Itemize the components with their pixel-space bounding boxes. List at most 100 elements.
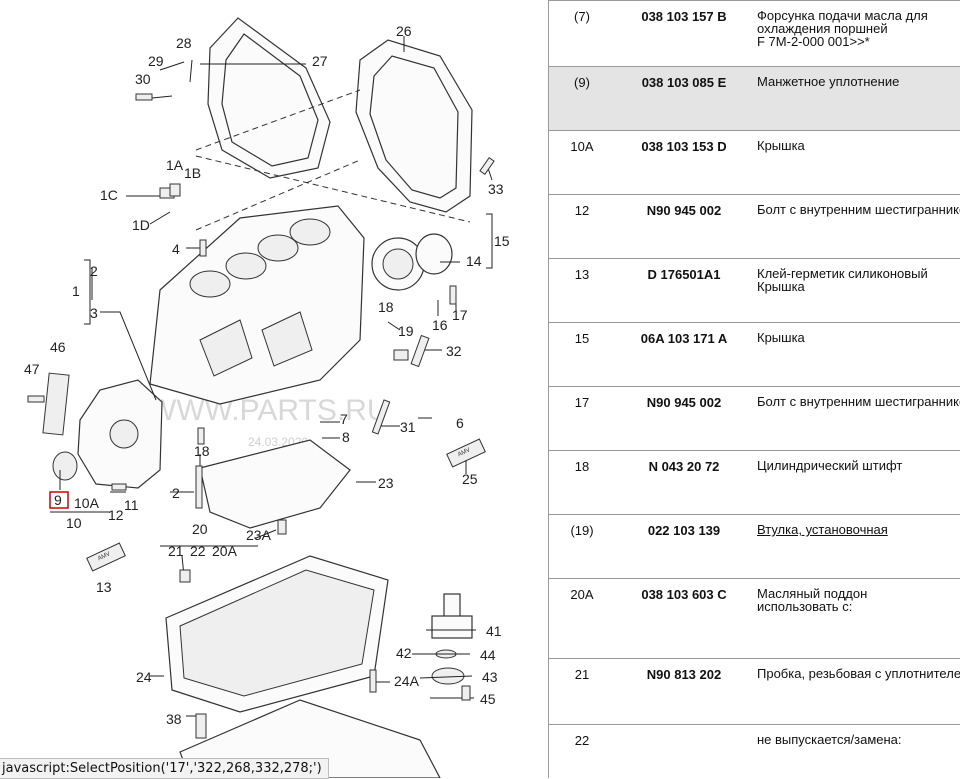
callout-30[interactable]: 30 — [135, 71, 151, 87]
pin-4[interactable] — [199, 239, 207, 257]
callout-17[interactable]: 17 — [452, 307, 468, 323]
callout-31[interactable]: 31 — [400, 419, 416, 435]
callout-20[interactable]: 20 — [192, 521, 208, 537]
oil-jet-32[interactable] — [410, 334, 430, 368]
callout-44[interactable]: 44 — [480, 647, 496, 663]
callout-42[interactable]: 42 — [396, 645, 412, 661]
oil-pump-body[interactable] — [431, 615, 473, 639]
callout-29[interactable]: 29 — [148, 53, 164, 69]
callout-11[interactable]: 11 — [124, 497, 139, 513]
exploded-parts-diagram[interactable]: WWW.PARTS.RU 24.03.2020 AMV AMV — [0, 0, 549, 778]
callout-15[interactable]: 15 — [494, 233, 510, 249]
cell-part-number[interactable]: D 176501A1 — [615, 258, 753, 323]
description-link[interactable]: Втулка, установочная — [757, 522, 888, 537]
callout-4[interactable]: 4 — [172, 241, 180, 257]
callout-18-top[interactable]: 18 — [378, 299, 394, 315]
callout-8[interactable]: 8 — [342, 429, 350, 445]
callout-47[interactable]: 47 — [24, 361, 40, 377]
callout-18[interactable]: 18 — [194, 443, 210, 459]
stud-38[interactable] — [195, 713, 207, 739]
cell-part-number[interactable]: 06A 103 171 A — [615, 322, 753, 387]
callout-2[interactable]: 2 — [172, 485, 180, 501]
callout-3[interactable]: 3 — [90, 305, 98, 321]
bolt-17[interactable] — [449, 285, 457, 305]
callout-7[interactable]: 7 — [340, 411, 348, 427]
bolt-23a[interactable] — [277, 519, 287, 535]
callout-43[interactable]: 43 — [482, 669, 498, 685]
bolt-33[interactable] — [479, 157, 495, 175]
cell-part-number[interactable]: N90 945 002 — [615, 194, 753, 259]
bolt-2[interactable] — [195, 465, 203, 509]
callout-1[interactable]: 1 — [72, 283, 80, 299]
bolt-45[interactable] — [461, 685, 471, 701]
callout-23a[interactable]: 23A — [246, 527, 272, 543]
callout-45[interactable]: 45 — [480, 691, 496, 707]
sealant-tube-right[interactable] — [446, 438, 486, 468]
bolts-and-pins[interactable] — [27, 93, 495, 739]
callout-32[interactable]: 32 — [446, 343, 462, 359]
bolt-30[interactable] — [135, 93, 153, 101]
callout-9[interactable]: 9 — [54, 492, 62, 508]
callout-38[interactable]: 38 — [166, 711, 182, 727]
cell-description[interactable]: Втулка, установочная — [753, 514, 960, 579]
callout-1a[interactable]: 1A — [166, 157, 184, 173]
oil-baffle[interactable] — [199, 439, 351, 529]
crankshaft-seal[interactable] — [52, 451, 78, 481]
callout-46[interactable]: 46 — [50, 339, 66, 355]
pin-18[interactable] — [197, 427, 205, 445]
cell-part-number[interactable]: N90 813 202 — [615, 658, 753, 725]
cell-part-number[interactable]: 038 103 153 D — [615, 130, 753, 195]
bracket-46[interactable] — [42, 372, 70, 436]
callout-12[interactable]: 12 — [108, 507, 124, 523]
callout-27[interactable]: 27 — [312, 53, 328, 69]
callout-21[interactable]: 21 — [168, 543, 184, 559]
callout-14[interactable]: 14 — [466, 253, 482, 269]
callout-28[interactable]: 28 — [176, 35, 192, 51]
cell-part-number[interactable]: 038 103 603 C — [615, 578, 753, 659]
cell-part-number[interactable]: N90 945 002 — [615, 386, 753, 451]
callout-19[interactable]: 19 — [398, 323, 414, 339]
cell-part-number[interactable] — [615, 724, 753, 765]
bolt-24a[interactable] — [369, 669, 377, 693]
callout-6[interactable]: 6 — [456, 415, 464, 431]
cell-part-number[interactable]: N 043 20 72 — [615, 450, 753, 515]
cell-part-number[interactable]: 038 103 085 E — [615, 66, 753, 131]
callout-10[interactable]: 10 — [66, 515, 82, 531]
callout-41[interactable]: 41 — [486, 623, 502, 639]
bolt-47[interactable] — [27, 395, 45, 403]
sealant-tube-left[interactable] — [86, 542, 126, 572]
callout-24a[interactable]: 24A — [394, 673, 420, 689]
bolt-11[interactable] — [111, 483, 127, 491]
callout-13[interactable]: 13 — [96, 579, 112, 595]
callout-33[interactable]: 33 — [488, 181, 504, 197]
rear-seal-ring[interactable] — [415, 233, 453, 275]
plug-1a[interactable] — [169, 183, 181, 197]
oil-jet-31[interactable] — [371, 399, 391, 435]
callout-1d[interactable]: 1D — [132, 217, 150, 233]
callout-20a[interactable]: 20A — [212, 543, 238, 559]
cell-part-number[interactable]: 022 103 139 — [615, 514, 753, 579]
cell-part-number[interactable]: 038 103 157 B — [615, 0, 753, 67]
callout-1b[interactable]: 1B — [184, 165, 201, 181]
callout-24[interactable]: 24 — [136, 669, 152, 685]
callout-10a[interactable]: 10A — [74, 495, 100, 511]
cylinder-block[interactable] — [149, 205, 365, 405]
callout-16[interactable]: 16 — [432, 317, 448, 333]
callout-2-upper[interactable]: 2 — [90, 263, 98, 279]
callout-25[interactable]: 25 — [462, 471, 478, 487]
drain-plug-21[interactable] — [179, 569, 191, 583]
callout-23[interactable]: 23 — [378, 475, 394, 491]
callout-1c[interactable]: 1C — [100, 187, 118, 203]
